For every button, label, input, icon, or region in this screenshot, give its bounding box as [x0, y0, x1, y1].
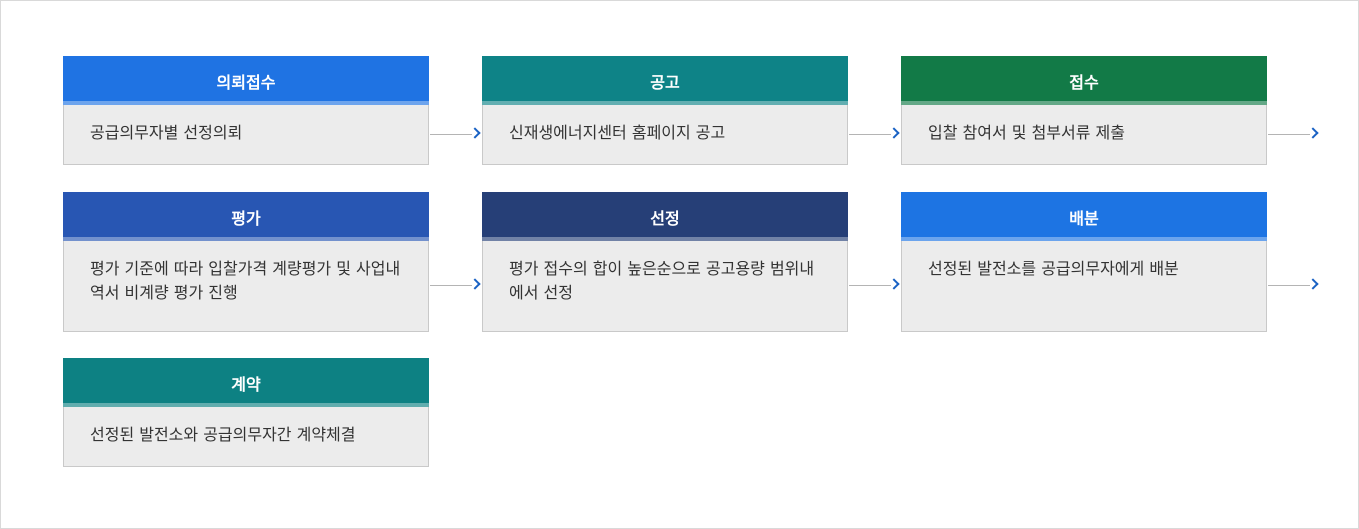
step-desc-6: 선정된 발전소를 공급의무자에게 배분: [901, 241, 1267, 332]
step-title-2: 공고: [482, 56, 848, 105]
step-card-7: 계약 선정된 발전소와 공급의무자간 계약체결: [63, 358, 429, 467]
step-card-4: 평가 평가 기준에 따라 입찰가격 계량평가 및 사업내역서 비계량 평가 진행: [63, 192, 429, 332]
step-title-1: 의뢰접수: [63, 56, 429, 105]
step-title-5: 선정: [482, 192, 848, 241]
arrow-right-icon: [849, 278, 901, 291]
step-title-3: 접수: [901, 56, 1267, 105]
step-desc-4: 평가 기준에 따라 입찰가격 계량평가 및 사업내역서 비계량 평가 진행: [63, 241, 429, 332]
step-desc-2: 신재생에너지센터 홈페이지 공고: [482, 105, 848, 165]
step-desc-3: 입찰 참여서 및 첨부서류 제출: [901, 105, 1267, 165]
arrow-right-icon: [1268, 127, 1320, 140]
step-card-2: 공고 신재생에너지센터 홈페이지 공고: [482, 56, 848, 165]
step-desc-7: 선정된 발전소와 공급의무자간 계약체결: [63, 407, 429, 467]
arrow-right-icon: [430, 278, 482, 291]
arrow-right-icon: [1268, 278, 1320, 291]
step-title-7: 계약: [63, 358, 429, 407]
step-card-1: 의뢰접수 공급의무자별 선정의뢰: [63, 56, 429, 165]
step-card-3: 접수 입찰 참여서 및 첨부서류 제출: [901, 56, 1267, 165]
step-title-6: 배분: [901, 192, 1267, 241]
step-desc-1: 공급의무자별 선정의뢰: [63, 105, 429, 165]
step-card-6: 배분 선정된 발전소를 공급의무자에게 배분: [901, 192, 1267, 332]
arrow-right-icon: [430, 127, 482, 140]
step-desc-5: 평가 접수의 합이 높은순으로 공고용량 범위내에서 선정: [482, 241, 848, 332]
step-card-5: 선정 평가 접수의 합이 높은순으로 공고용량 범위내에서 선정: [482, 192, 848, 332]
arrow-right-icon: [849, 127, 901, 140]
step-title-4: 평가: [63, 192, 429, 241]
